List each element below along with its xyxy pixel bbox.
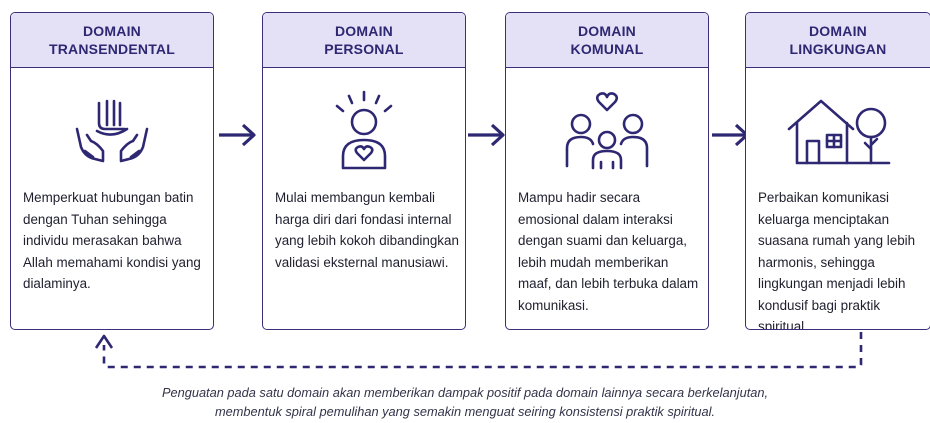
caption-line2: membentuk spiral pemulihan yang semakin … xyxy=(214,404,716,419)
card-description: Memperkuat hubungan batin dengan Tuhan s… xyxy=(23,190,201,291)
card-personal: DOMAIN PERSONAL Mulai membangun kembali … xyxy=(262,12,466,330)
card-description: Mulai membangun kembali harga diri dari … xyxy=(275,190,459,270)
family-heart-icon xyxy=(506,85,708,177)
card-title-line1: DOMAIN xyxy=(335,23,393,39)
card-title-line2: KOMUNAL xyxy=(570,41,644,57)
praying-hands-allah-icon xyxy=(11,85,213,177)
card-header: DOMAIN KOMUNAL xyxy=(506,13,708,68)
card-title-line2: TRANSENDENTAL xyxy=(48,41,175,57)
card-lingkungan: DOMAIN LINGKUNGAN Perbaikan komunikasi k… xyxy=(745,12,930,330)
card-title-line2: LINGKUNGAN xyxy=(789,41,887,57)
card-description: Perbaikan komunikasi keluarga menciptaka… xyxy=(758,190,916,330)
person-heart-icon xyxy=(263,85,465,177)
card-title-line1: DOMAIN xyxy=(83,23,141,39)
card-header: DOMAIN TRANSENDENTAL xyxy=(11,13,213,68)
arrow-right-icon xyxy=(468,123,505,147)
house-tree-icon xyxy=(746,85,930,177)
card-title-line1: DOMAIN xyxy=(809,23,867,39)
card-transendental: DOMAIN TRANSENDENTAL Memperkuat hubungan… xyxy=(10,12,214,330)
card-description: Mampu hadir secara emosional dalam inter… xyxy=(518,190,699,313)
card-header: DOMAIN PERSONAL xyxy=(263,13,465,68)
card-header: DOMAIN LINGKUNGAN xyxy=(746,13,930,68)
arrow-right-icon xyxy=(219,123,256,147)
card-komunal: DOMAIN KOMUNAL Mampu hadir secara emosio… xyxy=(505,12,709,330)
card-title-line1: DOMAIN xyxy=(578,23,636,39)
card-title-line2: PERSONAL xyxy=(324,41,404,57)
caption-line1: Penguatan pada satu domain akan memberik… xyxy=(161,385,769,400)
